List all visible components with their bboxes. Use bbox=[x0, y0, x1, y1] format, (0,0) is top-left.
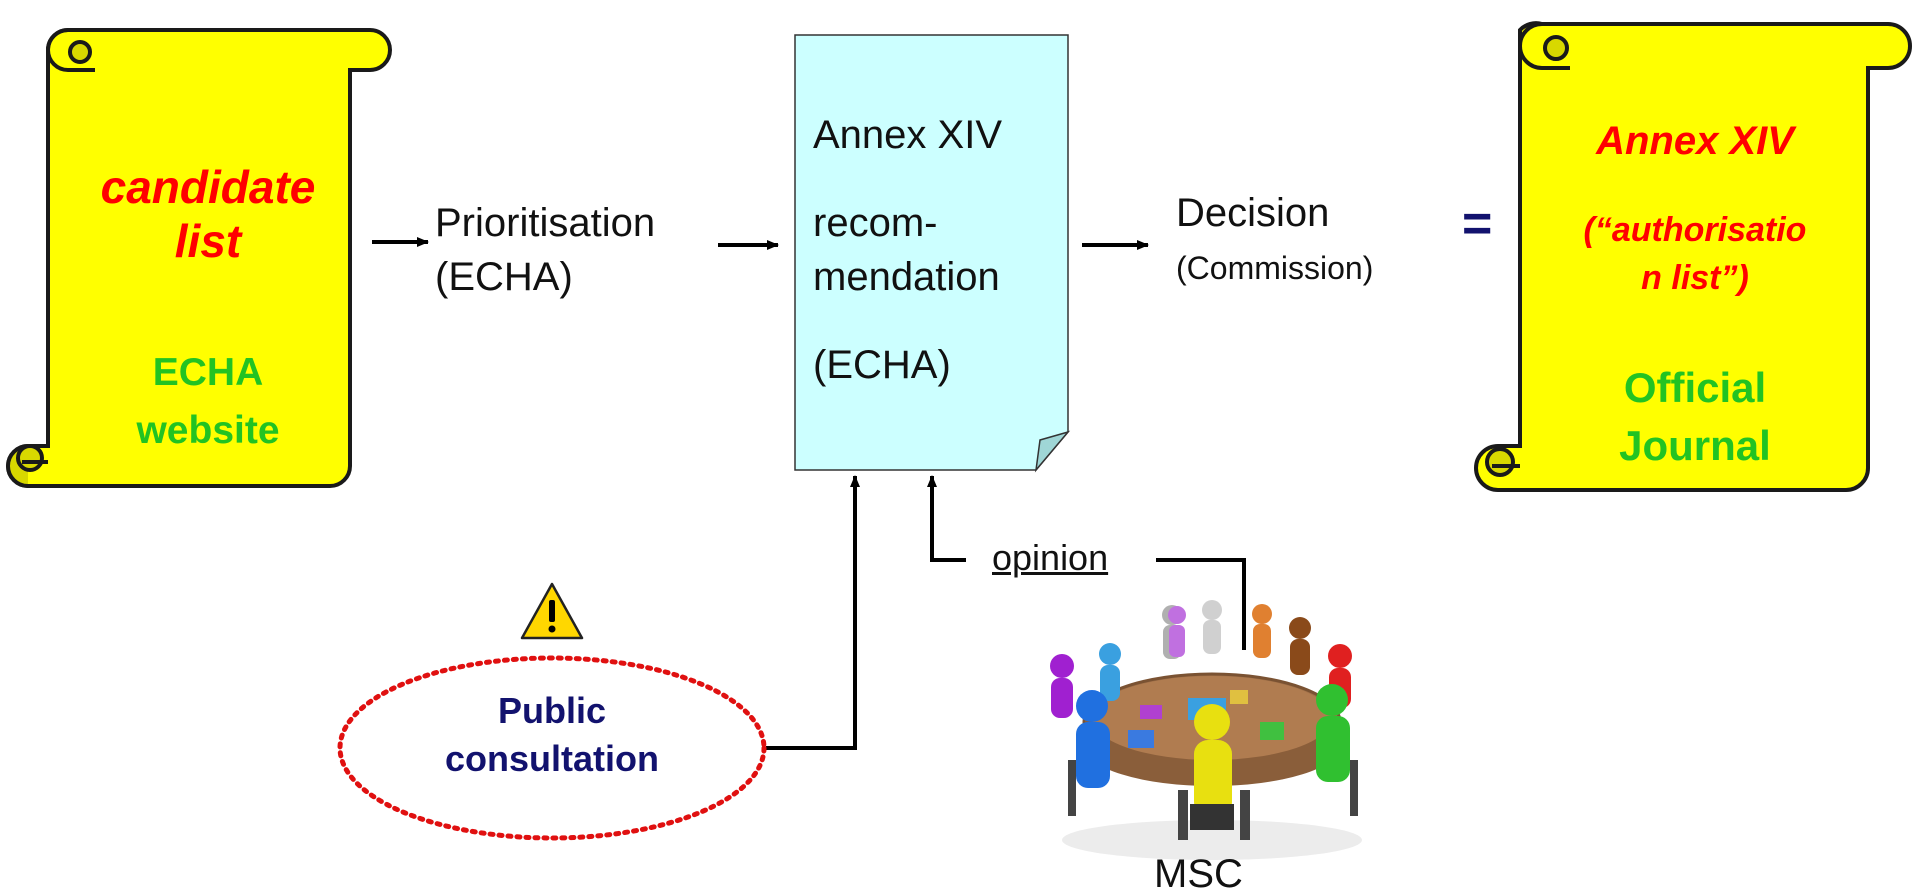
recommendation-actor: (ECHA) bbox=[813, 343, 951, 387]
equals-sign: = bbox=[1462, 195, 1493, 253]
authorisation-list-subtitle-line2: n list”) bbox=[1641, 259, 1749, 297]
recommendation-document bbox=[794, 34, 1071, 473]
prioritisation-label: Prioritisation bbox=[435, 201, 656, 245]
warning-icon bbox=[520, 582, 584, 640]
public-consultation-line2: consultation bbox=[445, 738, 659, 779]
opinion-label: opinion bbox=[992, 537, 1109, 578]
prioritisation-actor: (ECHA) bbox=[435, 255, 573, 299]
annex-xiv-label: Annex XIV bbox=[813, 113, 1003, 157]
recommendation-label-line1: recom- bbox=[813, 201, 938, 245]
public-consultation-line1: Public bbox=[497, 690, 607, 731]
echa-website-label-line2: website bbox=[136, 409, 280, 452]
official-journal-label-line1: Official bbox=[1623, 364, 1767, 411]
authorisation-list-scroll bbox=[1474, 21, 1912, 492]
opinion-connector-right bbox=[1156, 558, 1246, 650]
candidate-list-title-line2: list bbox=[174, 215, 242, 267]
authorisation-list-subtitle-line1: (“authorisatio bbox=[1583, 211, 1807, 249]
msc-label: MSC bbox=[1154, 852, 1243, 896]
opinion-connector-left bbox=[927, 475, 966, 562]
annex-xiv-title: Annex XIV bbox=[1596, 119, 1794, 163]
candidate-list-title-line1: candidate bbox=[100, 161, 316, 213]
recommendation-label-line2: mendation bbox=[813, 255, 1000, 299]
candidate-list-scroll bbox=[6, 27, 392, 488]
consultation-connector bbox=[766, 475, 860, 750]
echa-website-label-line1: ECHA bbox=[152, 351, 264, 394]
round-table-meeting-icon bbox=[1050, 600, 1362, 860]
official-journal-label-line2: Journal bbox=[1619, 422, 1771, 469]
public-consultation-ellipse bbox=[337, 655, 767, 841]
decision-actor: (Commission) bbox=[1176, 250, 1374, 286]
decision-label: Decision bbox=[1176, 191, 1330, 235]
